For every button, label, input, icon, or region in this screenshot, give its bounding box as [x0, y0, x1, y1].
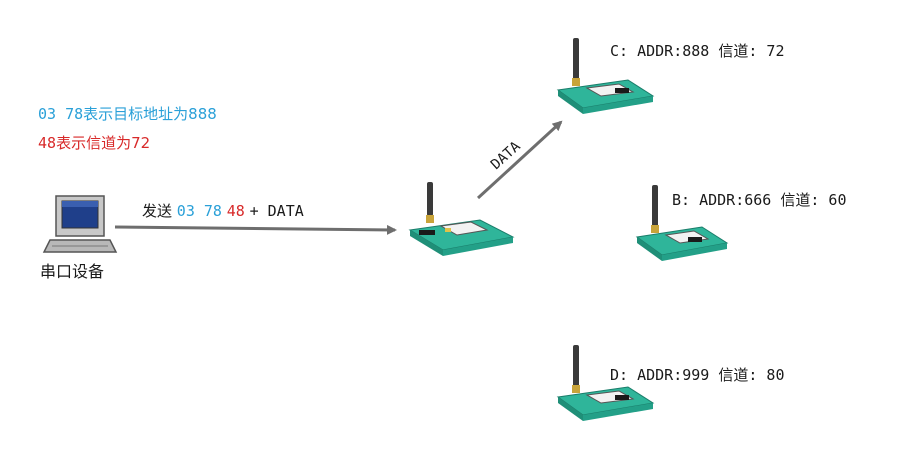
send-label: 发送 03 78 48 + DATA — [142, 202, 304, 220]
channel-desc: 表示信道为72 — [56, 134, 151, 152]
module-c — [556, 38, 655, 114]
sender-module — [408, 182, 515, 256]
transmit-arrow — [476, 120, 563, 200]
send-channel-byte: 48 — [226, 202, 245, 220]
address-bytes: 03 78 — [38, 105, 84, 123]
send-prefix: 发送 — [142, 202, 173, 220]
transmit-label: DATA — [488, 138, 524, 173]
address-desc: 表示目标地址为888 — [83, 105, 217, 123]
node-b-label: B: ADDR:666 信道: 60 — [672, 191, 847, 209]
serial-device-label: 串口设备 — [40, 262, 105, 281]
send-suffix: + DATA — [249, 202, 304, 220]
send-addr-bytes: 03 78 — [176, 202, 222, 220]
node-c-label: C: ADDR:888 信道: 72 — [610, 42, 785, 60]
module-d — [556, 345, 655, 421]
send-arrow — [114, 224, 397, 235]
node-d-label: D: ADDR:999 信道: 80 — [610, 366, 785, 384]
address-note: 03 78表示目标地址为888 — [38, 105, 217, 123]
computer-icon — [42, 195, 118, 253]
module-b — [635, 185, 729, 261]
channel-byte: 48 — [38, 134, 57, 152]
channel-note: 48表示信道为72 — [38, 134, 150, 152]
